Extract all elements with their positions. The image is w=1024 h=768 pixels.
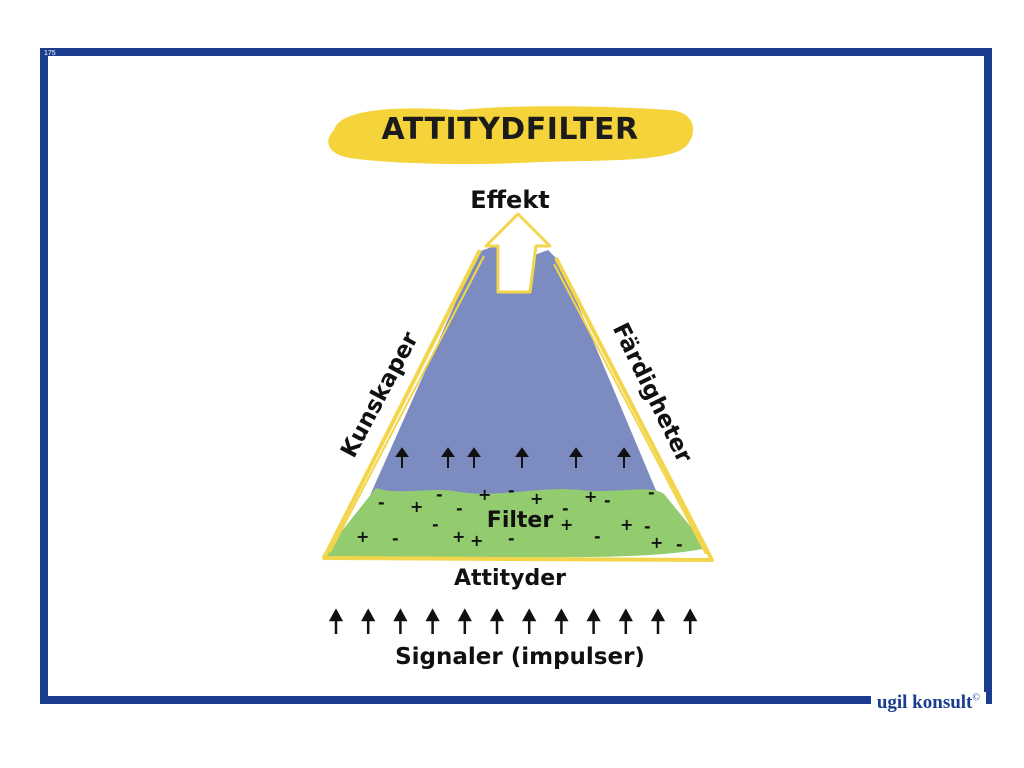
minus-sign: -	[508, 481, 515, 500]
minus-sign: -	[676, 535, 683, 554]
page-title: ATTITYDFILTER	[381, 112, 639, 147]
plus-sign: +	[560, 515, 573, 534]
plus-sign: +	[650, 533, 663, 552]
minus-sign: -	[604, 491, 611, 510]
minus-sign: -	[392, 529, 399, 548]
filter-signs: -+--+-+-+--+--++-+-+-+-	[356, 481, 683, 554]
up-arrow-icon	[457, 608, 472, 634]
copyright-mark: ©	[972, 692, 980, 704]
up-arrow-icon	[361, 608, 376, 634]
plus-sign: +	[356, 527, 369, 546]
up-arrow-icon	[617, 447, 631, 468]
plus-sign: +	[410, 497, 423, 516]
plus-sign: +	[584, 487, 597, 506]
up-arrow-icon	[441, 447, 455, 468]
up-arrow-icon	[393, 608, 408, 634]
up-arrow-icon	[569, 447, 583, 468]
up-arrow-icon	[425, 608, 440, 634]
triangle-outline	[322, 249, 714, 562]
minus-sign: -	[644, 517, 651, 536]
up-arrow-icon	[554, 608, 569, 634]
brand-name: ugil konsult	[876, 692, 973, 713]
title-highlight: ATTITYDFILTER	[320, 100, 700, 170]
slide-frame	[40, 48, 992, 704]
plus-sign: +	[452, 527, 465, 546]
minus-sign: -	[508, 529, 515, 548]
minus-sign: -	[648, 483, 655, 502]
up-arrow-icon	[586, 608, 601, 634]
effect-label: Effekt	[470, 186, 550, 214]
minus-sign: -	[456, 499, 463, 518]
mountain-shape	[368, 244, 660, 500]
up-arrow-icon	[618, 608, 633, 634]
signal-arrows	[328, 608, 698, 634]
up-arrow-icon	[522, 608, 537, 634]
plus-sign: +	[530, 489, 543, 508]
up-arrow-icon	[395, 447, 409, 468]
plus-sign: +	[620, 515, 633, 534]
attitudes-label: Attityder	[454, 566, 566, 591]
up-arrow-icon	[489, 608, 505, 634]
up-arrow-icon	[328, 608, 344, 634]
up-arrow-icon	[467, 447, 481, 468]
highlight-brush-icon	[328, 106, 694, 165]
minus-sign: -	[594, 527, 601, 546]
filter-label: Filter	[486, 508, 554, 533]
signals-label: Signaler (impulser)	[395, 644, 645, 670]
effect-arrow	[484, 212, 552, 294]
plus-sign: +	[470, 531, 483, 550]
inner-arrows	[395, 447, 631, 468]
filter-layer	[322, 488, 708, 559]
minus-sign: -	[378, 493, 385, 512]
brand-logo: ugil konsult©	[870, 692, 986, 714]
minus-sign: -	[432, 515, 439, 534]
up-arrow-icon	[683, 608, 698, 634]
up-arrow-icon	[515, 447, 529, 468]
minus-sign: -	[562, 499, 569, 518]
page-number: 175	[44, 50, 56, 57]
plus-sign: +	[478, 485, 491, 504]
minus-sign: -	[436, 485, 443, 504]
up-arrow-icon	[650, 608, 666, 634]
